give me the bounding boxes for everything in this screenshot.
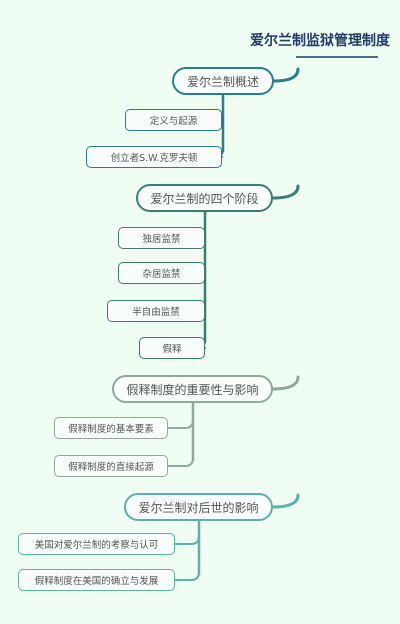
leaf-connector — [167, 457, 194, 467]
leaf-node[interactable]: 美国对爱尔兰制的考察与认可 — [18, 533, 175, 555]
leaf-node[interactable]: 假释 — [139, 337, 205, 359]
root-title: 爱尔兰制监狱管理制度 — [250, 33, 390, 49]
leaf-node[interactable]: 定义与起源 — [125, 109, 222, 131]
trunk-branch-connector — [271, 375, 300, 391]
leaf-node[interactable]: 独居监禁 — [118, 227, 205, 249]
leaf-node[interactable]: 杂居监禁 — [118, 262, 205, 284]
trunk-branch-connector — [271, 184, 300, 200]
leaf-node[interactable]: 假释制度的基本要素 — [54, 417, 168, 439]
leaf-connector — [174, 571, 200, 581]
branch-node[interactable]: 爱尔兰制的四个阶段 — [136, 184, 273, 212]
branch-node[interactable]: 假释制度的重要性与影响 — [112, 375, 273, 403]
leaf-node[interactable]: 半自由监禁 — [107, 300, 205, 322]
leaf-node[interactable]: 创立者S.W.克罗夫顿 — [86, 146, 222, 168]
branch-node[interactable]: 爱尔兰制对后世的影响 — [124, 493, 273, 521]
leaf-node[interactable]: 假释制度的直接起源 — [54, 455, 168, 477]
trunk-branch-connector — [271, 493, 300, 509]
leaf-node[interactable]: 假释制度在美国的确立与发展 — [18, 569, 175, 591]
trunk-branch-connector — [272, 67, 300, 83]
leaf-connector — [167, 419, 194, 429]
branch-node[interactable]: 爱尔兰制概述 — [172, 67, 274, 95]
leaf-connector — [174, 535, 200, 545]
